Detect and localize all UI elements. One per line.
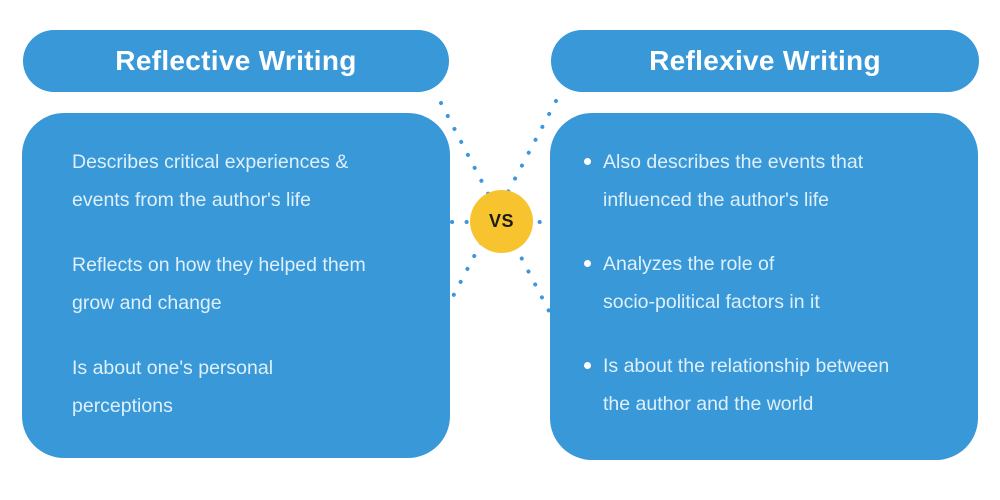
reflexive-title: Reflexive Writing <box>649 45 881 76</box>
item-line: Is about the relationship between <box>603 355 890 377</box>
item-line: grow and change <box>72 292 222 314</box>
item-line: perceptions <box>72 395 173 417</box>
item-line: the author and the world <box>603 393 814 415</box>
item-line: events from the author's life <box>72 189 311 211</box>
item-text: Also describes the events that influence… <box>603 143 863 219</box>
reflective-title: Reflective Writing <box>115 45 357 76</box>
list-item: Describes critical experiences & events … <box>72 143 422 219</box>
item-line: Is about one's personal <box>72 357 274 379</box>
item-line: Also describes the events that <box>603 151 864 173</box>
item-line: Reflects on how they helped them <box>72 254 366 276</box>
vs-badge: VS <box>470 190 533 253</box>
vs-label: VS <box>488 211 514 231</box>
reflexive-card: Also describes the events that influence… <box>550 113 978 460</box>
bullet-icon <box>584 362 591 369</box>
item-line: Describes critical experiences & <box>72 151 349 173</box>
reflective-header-pill: Reflective Writing <box>23 30 449 92</box>
bullet-icon <box>584 260 591 267</box>
item-line: socio-political factors in it <box>603 291 820 313</box>
list-item: Is about the relationship between the au… <box>584 347 960 423</box>
list-item: Reflects on how they helped them grow an… <box>72 246 422 322</box>
dotted-line-topright-bottomleft <box>448 99 558 304</box>
list-item: Analyzes the role of socio-political fac… <box>584 245 960 321</box>
bullet-icon <box>584 158 591 165</box>
item-line: influenced the author's life <box>603 189 829 211</box>
item-text: Is about the relationship between the au… <box>603 347 889 423</box>
reflective-card: Describes critical experiences & events … <box>22 113 450 458</box>
item-text: Analyzes the role of socio-political fac… <box>603 245 820 321</box>
reflexive-header-pill: Reflexive Writing <box>551 30 979 92</box>
list-item: Is about one's personal perceptions <box>72 349 422 425</box>
list-item: Also describes the events that influence… <box>584 143 960 219</box>
item-line: Analyzes the role of <box>603 253 775 275</box>
